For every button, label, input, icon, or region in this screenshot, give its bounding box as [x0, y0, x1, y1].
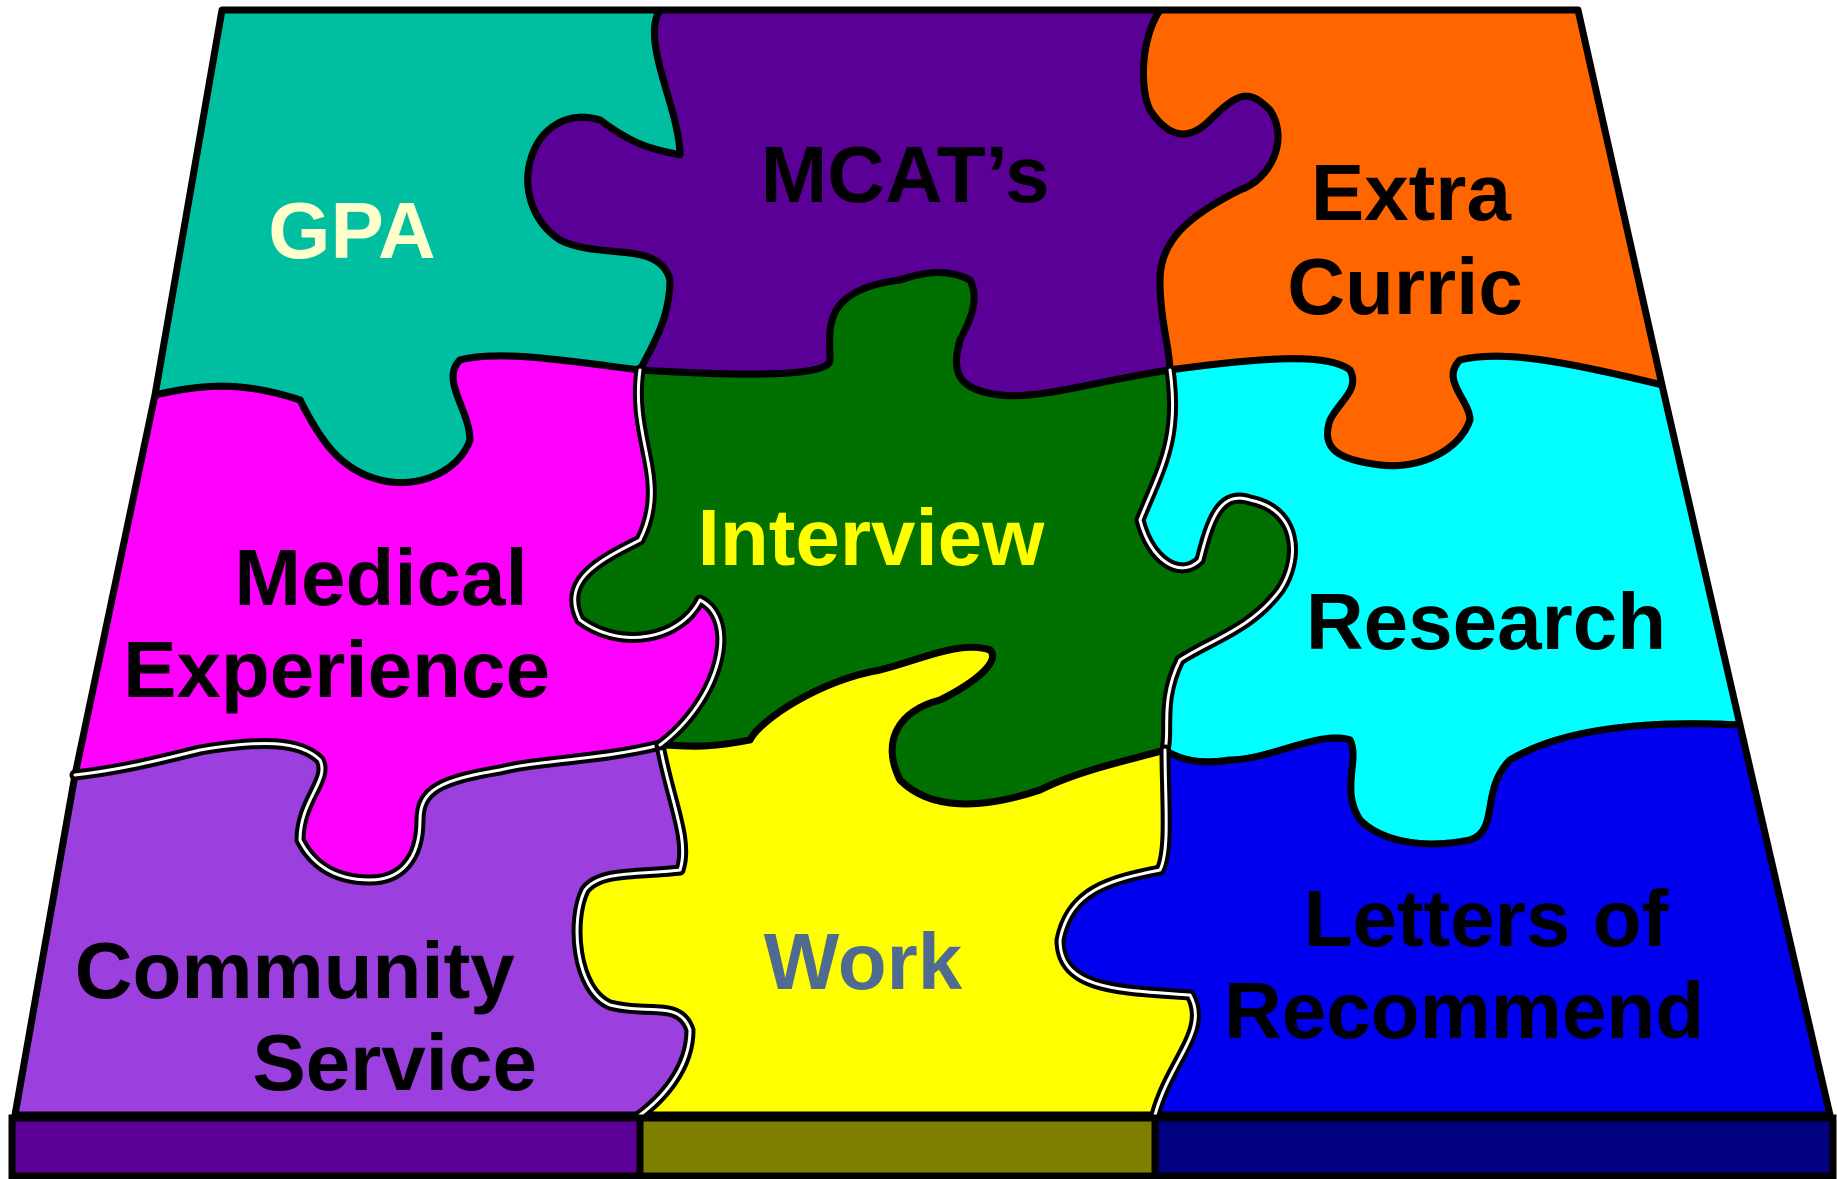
label-mcats-line-1: MCAT’s: [761, 130, 1050, 219]
label-mcats: MCAT’s: [761, 130, 1050, 219]
base-middle: [636, 1114, 1159, 1179]
label-interview-line-1: Interview: [698, 493, 1046, 582]
seam-interview-medical-highlight: [573, 368, 723, 747]
label-letters: Letters of Recommend: [1224, 874, 1704, 1055]
label-extra-curric-line-2: Curric: [1287, 242, 1523, 331]
label-interview: Interview: [698, 493, 1046, 582]
base-right: [1151, 1114, 1837, 1179]
seam-work-letters-highlight: [1058, 748, 1197, 1117]
label-medical-experience-line-1: Medical: [234, 533, 527, 622]
label-medical-experience-line-2: Experience: [123, 625, 550, 714]
label-extra-curric-line-1: Extra: [1311, 148, 1512, 237]
label-research: Research: [1306, 577, 1666, 666]
label-gpa: GPA: [268, 186, 435, 275]
label-research-line-1: Research: [1306, 577, 1666, 666]
label-community-service-line-2: Service: [252, 1018, 537, 1107]
seam-interview-research-highlight: [1138, 368, 1294, 752]
label-work: Work: [764, 917, 963, 1006]
label-extra-curric: Extra Curric: [1287, 148, 1533, 331]
label-medical-experience: Medical Experience: [123, 533, 550, 714]
seam-community-work-highlight: [575, 743, 692, 1117]
seam-medical-community-highlight: [73, 741, 662, 882]
label-community-service: Community Service: [75, 926, 537, 1107]
label-community-service-line-1: Community: [75, 926, 516, 1015]
base-left: [8, 1114, 644, 1179]
label-letters-line-1: Letters of: [1304, 874, 1669, 963]
label-gpa-line-1: GPA: [268, 186, 435, 275]
label-work-line-1: Work: [764, 917, 963, 1006]
label-letters-line-2: Recommend: [1224, 966, 1704, 1055]
